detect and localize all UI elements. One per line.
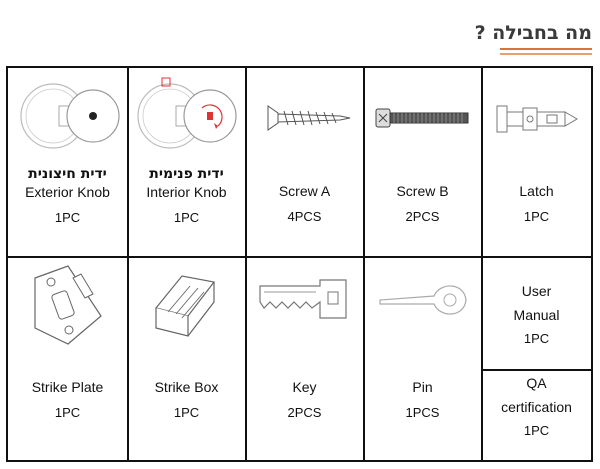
item-name: Screw B bbox=[396, 183, 449, 199]
item-screw-a: Screw A 4PCS bbox=[246, 68, 363, 256]
item-name: Pin bbox=[412, 379, 433, 395]
screw-a-icon bbox=[267, 105, 350, 131]
pin-icon bbox=[378, 285, 467, 315]
item-quantity: 2PCS bbox=[287, 405, 322, 420]
screw-b-icon bbox=[375, 108, 468, 128]
item-quantity: 1PC bbox=[54, 210, 81, 225]
item-exterior-knob: ידית חיצונית Exterior Knob 1PC bbox=[8, 68, 127, 256]
row-divider bbox=[8, 256, 591, 258]
item-pin: Pin 1PCS bbox=[364, 258, 481, 462]
item-quantity: 1PCS bbox=[405, 405, 440, 420]
column-divider bbox=[245, 68, 247, 460]
title-underline-accent bbox=[500, 53, 592, 55]
row-divider bbox=[481, 369, 591, 371]
key-icon bbox=[258, 279, 347, 319]
page-title: מה בחבילה ? bbox=[474, 22, 592, 44]
column-divider bbox=[127, 68, 129, 460]
item-name-line2: certification bbox=[501, 399, 572, 415]
item-name: Latch bbox=[519, 183, 554, 199]
interior-knob-icon bbox=[136, 77, 237, 149]
exterior-knob-icon bbox=[19, 83, 120, 149]
item-name: Exterior Knob bbox=[25, 184, 110, 200]
item-name: Screw A bbox=[278, 183, 331, 199]
item-strike-box: Strike Box 1PC bbox=[128, 258, 245, 462]
item-latch: Latch 1PC bbox=[482, 68, 591, 256]
item-quantity: 1PC bbox=[523, 209, 550, 224]
item-strike-plate: Strike Plate 1PC bbox=[8, 258, 127, 462]
package-contents-table: ידית חיצונית Exterior Knob 1PC ידית פנימ… bbox=[6, 66, 593, 462]
item-quantity: 1PC bbox=[523, 331, 550, 346]
strike-box-icon bbox=[154, 275, 215, 337]
latch-icon bbox=[496, 105, 578, 133]
item-screw-b: Screw B 2PCS bbox=[364, 68, 481, 256]
item-quantity: 1PC bbox=[173, 405, 200, 420]
item-name: Key bbox=[292, 379, 317, 395]
item-name: Interior Knob bbox=[146, 184, 227, 200]
item-name-line1: QA bbox=[526, 375, 547, 391]
item-hebrew-label: ידית חיצונית bbox=[28, 166, 107, 182]
item-interior-knob: ידית פנימית Interior Knob 1PC bbox=[128, 68, 245, 256]
item-quantity: 1PC bbox=[173, 210, 200, 225]
item-quantity: 1PC bbox=[523, 423, 550, 438]
item-user-manual: User Manual 1PC bbox=[482, 282, 591, 372]
column-divider bbox=[481, 68, 483, 460]
column-divider bbox=[363, 68, 365, 460]
item-name-line1: User bbox=[521, 283, 552, 299]
item-hebrew-label: ידית פנימית bbox=[149, 166, 224, 182]
strike-plate-icon bbox=[33, 265, 102, 345]
item-name: Strike Box bbox=[154, 379, 219, 395]
item-quantity: 2PCS bbox=[405, 209, 440, 224]
item-name-line2: Manual bbox=[513, 307, 560, 323]
item-qa-certification: QA certification 1PC bbox=[482, 374, 591, 464]
item-name: Strike Plate bbox=[31, 379, 104, 395]
title-underline bbox=[500, 48, 592, 50]
item-key: Key 2PCS bbox=[246, 258, 363, 462]
item-quantity: 1PC bbox=[54, 405, 81, 420]
item-quantity: 4PCS bbox=[287, 209, 322, 224]
